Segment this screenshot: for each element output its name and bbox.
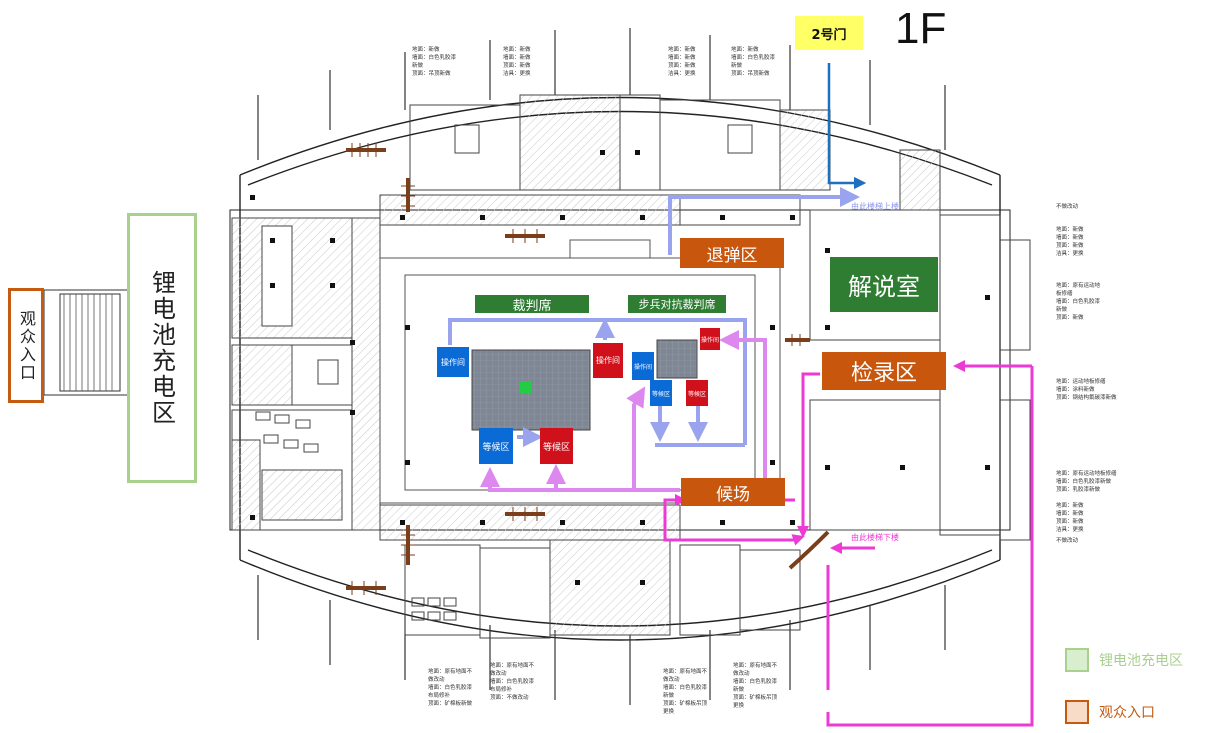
waiting-zone-red: 等候区	[540, 428, 573, 464]
perimeter-piers	[257, 28, 946, 705]
operation-room-left: 操作间	[437, 347, 469, 377]
legend-swatch-audience	[1065, 700, 1089, 724]
infantry-referee-desk: 步兵对抗裁判席	[628, 295, 726, 313]
note-bottom-3: 地面：原有地面不 做改动 墙面：白色乳胶漆 新做 顶面：矿棉板吊顶 更换	[663, 669, 708, 715]
note-right-5: 地面：新做 墙面：新做 顶面：新做 洁具：更换	[1056, 503, 1084, 533]
route-blue	[448, 187, 860, 447]
small-waiting-red: 等候区	[686, 380, 708, 406]
battery-charging-label: 锂电池充电区	[147, 270, 176, 426]
note-bottom-2: 地面：原有地面不 做改动 墙面：白色乳胶漆 布局修补 顶面：不做改动	[490, 663, 535, 701]
legend-item-audience: 观众入口	[1065, 700, 1155, 724]
small-operation-red: 操作间	[700, 328, 720, 350]
legend-label-audience: 观众入口	[1099, 705, 1155, 721]
legend-swatch-battery	[1065, 648, 1089, 672]
audience-stair-steps	[63, 294, 113, 391]
legend: 锂电池充电区 观众入口	[1065, 648, 1210, 728]
left-wing	[231, 217, 381, 531]
floor-label: 1F	[895, 4, 947, 53]
commentary-room: 解说室	[830, 257, 938, 312]
note-no-change-top: 不做改动	[1056, 204, 1079, 210]
stair-ticks	[351, 143, 801, 595]
referee-desk: 裁判席	[475, 295, 589, 314]
top-wing	[379, 94, 831, 226]
audience-entry-zone: 观众入口	[8, 288, 44, 403]
downstairs-route-text: 由此楼梯下楼	[851, 533, 899, 542]
small-operation-blue: 操作间	[632, 352, 654, 380]
note-bottom-1: 地面：原有地面不 做改动 墙面：白色乳胶漆 布局修补 顶面：矿棉板新做	[428, 669, 473, 707]
route-pink	[663, 360, 1034, 727]
operation-room-right: 操作间	[593, 343, 623, 378]
waiting-area: 候场	[681, 478, 785, 506]
legend-item-battery: 锂电池充电区	[1065, 648, 1183, 672]
field-center-marker	[519, 381, 531, 393]
note-right-3: 地面：运动地板修缮 墙面：涂料新做 顶面：钢结构氟碳漆新做	[1056, 379, 1117, 401]
audience-entry-label: 观众入口	[17, 309, 36, 382]
legend-label-battery: 锂电池充电区	[1099, 653, 1183, 669]
right-wing	[809, 149, 1031, 541]
note-no-change-bottom: 不做改动	[1056, 538, 1079, 544]
route-violet	[480, 330, 767, 492]
note-right-1: 地面：新做 墙面：新做 顶面：新做 洁具：更换	[1056, 227, 1084, 257]
upstairs-route-text: 由此楼梯上楼	[851, 202, 899, 211]
battery-charging-zone: 锂电池充电区	[127, 213, 197, 483]
note-top-4: 地面：新做 墙面：白色乳胶漆 新做 顶面：吊顶新做	[731, 47, 776, 77]
note-top-3: 地面：新做 墙面：新做 顶面：新做 洁具：更换	[668, 47, 696, 77]
infantry-field	[656, 339, 698, 379]
gate-arrow	[827, 63, 867, 190]
gate-label: 2号门	[795, 16, 863, 50]
bottom-wing	[379, 504, 801, 639]
audience-stair	[43, 289, 130, 396]
note-top-1: 地面：新做 墙面：白色乳胶漆 新做 顶面：吊顶新做	[412, 47, 457, 77]
note-right-2: 地面：原有运动地 板修缮 墙面：白色乳胶漆 新做 顶面：新做	[1056, 283, 1101, 321]
structural-columns	[250, 150, 990, 585]
waiting-zone-blue: 等候区	[479, 428, 513, 464]
shell-return-zone: 退弹区	[680, 238, 784, 268]
note-bottom-4: 地面：原有地面不 做改动 墙面：白色乳胶漆 新做 顶面：矿棉板吊顶 更换	[733, 663, 778, 709]
checkin-zone: 检录区	[822, 352, 946, 390]
small-waiting-blue: 等候区	[650, 380, 672, 406]
note-top-2: 地面：新做 墙面：新做 顶面：新做 洁具：更换	[503, 47, 531, 77]
note-right-4: 地面：原有运动地板修缮 墙面：白色乳胶漆新做 顶面：乳胶漆新做	[1056, 471, 1117, 493]
